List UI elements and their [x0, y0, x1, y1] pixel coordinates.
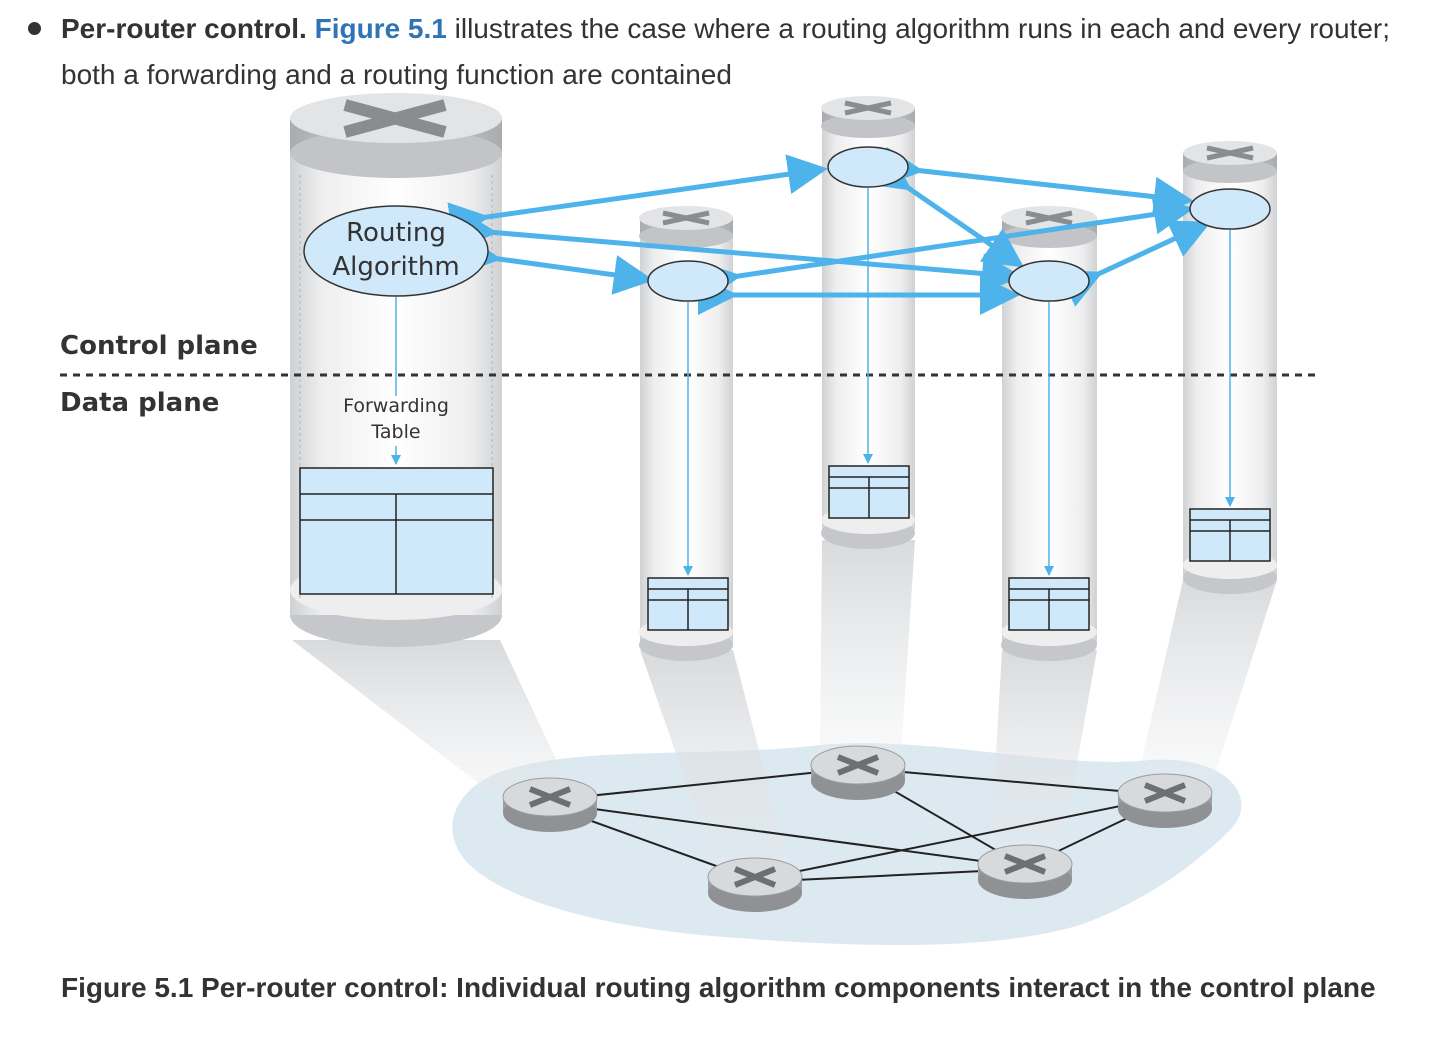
forwarding-table-label-2: Table — [370, 421, 420, 443]
forwarding-table-label-1: Forwarding — [343, 395, 449, 417]
bullet-rest: illustrates the case where a routing alg… — [61, 13, 1391, 90]
routing-component-4 — [1008, 260, 1090, 302]
forwarding-table-2 — [647, 577, 729, 631]
beam-center — [820, 540, 915, 770]
beam-mid-right — [990, 650, 1097, 860]
routing-component-3 — [827, 146, 909, 188]
control-plane-label: Control plane — [60, 331, 258, 361]
beam-mid-left — [640, 650, 790, 880]
routing-component-2 — [647, 260, 729, 302]
network-router-5 — [977, 844, 1073, 899]
table-install-arrows — [391, 188, 1235, 576]
network-router-4 — [707, 857, 803, 912]
routing-algorithm-main — [303, 205, 489, 297]
control-plane-messages — [447, 146, 1212, 315]
routing-algorithm-label-1: Routing — [346, 218, 446, 248]
forwarding-table-main — [299, 467, 494, 595]
network-router-1 — [502, 777, 598, 832]
beam-big — [292, 640, 575, 815]
forwarding-table-5 — [1189, 508, 1271, 562]
forwarding-table-4 — [1008, 577, 1090, 631]
bullet-text: Per-router control. Figure 5.1 illustrat… — [61, 6, 1421, 98]
network-router-2 — [810, 745, 906, 800]
bullet-dot-icon — [28, 22, 41, 35]
beam-right — [1135, 580, 1277, 790]
figure-link[interactable]: Figure 5.1 — [314, 13, 447, 44]
routing-component-5 — [1189, 188, 1271, 230]
forwarding-table-3 — [828, 465, 910, 519]
per-router-control-diagram: Control plane Data plane Routing Algorit… — [60, 93, 1318, 945]
bullet-lead: Per-router control. — [61, 13, 307, 44]
network-router-3 — [1117, 773, 1213, 828]
figure-caption: Figure 5.1 Per-router control: Individua… — [61, 972, 1376, 1003]
routing-algorithm-label-2: Algorithm — [332, 252, 459, 282]
data-plane-label: Data plane — [60, 388, 219, 418]
